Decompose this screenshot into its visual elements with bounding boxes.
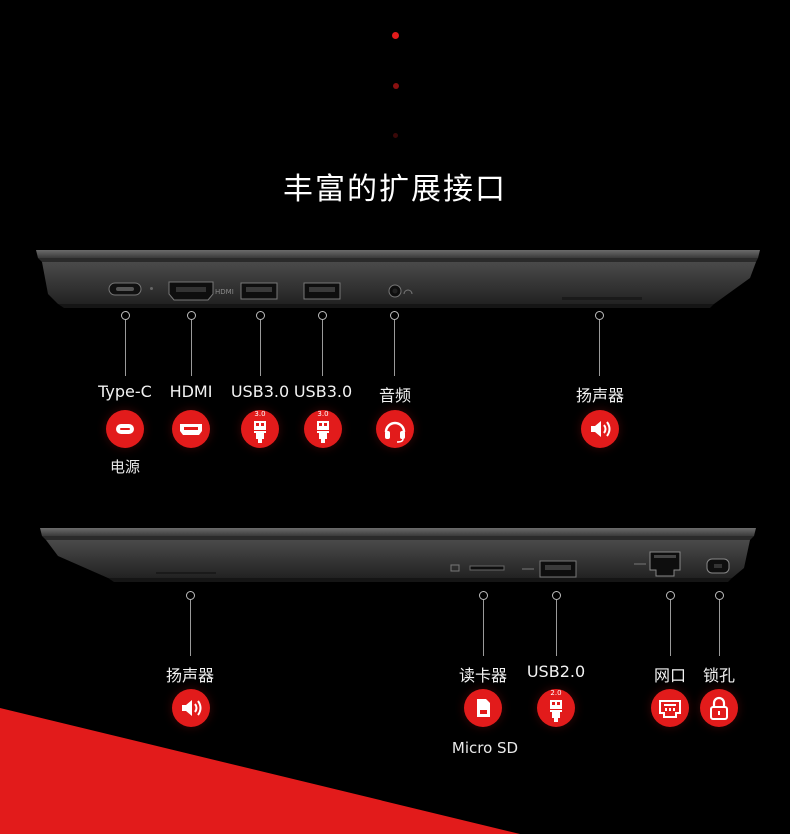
usb30-icon: 3.0 (304, 410, 342, 448)
laptop-left-side (36, 250, 760, 308)
connector-ring (595, 311, 604, 320)
connector-ring (256, 311, 265, 320)
usb20-icon: 2.0 (537, 689, 575, 727)
connector-line (125, 320, 126, 376)
ethernet-icon (651, 689, 689, 727)
red-dot-2 (393, 83, 399, 89)
hdmi-icon (172, 410, 210, 448)
label-network: 网口 (653, 666, 686, 685)
connector-ring (715, 591, 724, 600)
label-micro-sd: Micro SD (451, 739, 519, 757)
label-speaker-top: 扬声器 (575, 386, 624, 405)
usb-version-text: 3.0 (254, 410, 266, 418)
red-dot-1 (392, 32, 399, 39)
label-card-reader: 读卡器 (458, 666, 507, 685)
status-led (150, 287, 153, 290)
usb-version-text: 2.0 (550, 689, 562, 697)
label-usb30-a: USB3.0 (230, 382, 290, 401)
ethernet-port-graphic (634, 551, 681, 577)
connector-line (191, 320, 192, 376)
usb20-port-graphic (522, 560, 577, 578)
usb30-port-a-graphic (240, 282, 278, 300)
usb-version-text: 3.0 (317, 410, 329, 418)
label-usb30-b: USB3.0 (293, 382, 353, 401)
connector-line (670, 600, 671, 656)
connector-line (190, 600, 191, 656)
audio-jack-graphic (388, 284, 413, 298)
type-c-port-graphic (108, 282, 142, 296)
connector-ring (318, 311, 327, 320)
connector-ring (121, 311, 130, 320)
red-corner-accent (0, 708, 520, 834)
label-usb20: USB2.0 (526, 662, 586, 681)
label-audio: 音频 (378, 386, 411, 405)
connector-ring (186, 591, 195, 600)
label-hdmi: HDMI (169, 382, 213, 401)
microsd-slot-graphic (450, 564, 505, 572)
connector-line (394, 320, 395, 376)
connector-ring (552, 591, 561, 600)
sd-card-icon (464, 689, 502, 727)
connector-ring (390, 311, 399, 320)
connector-line (719, 600, 720, 656)
connector-ring (666, 591, 675, 600)
label-lock: 锁孔 (702, 666, 735, 685)
lock-slot-graphic (706, 558, 730, 574)
connector-line (483, 600, 484, 656)
usb30-icon: 3.0 (241, 410, 279, 448)
connector-line (322, 320, 323, 376)
connector-line (260, 320, 261, 376)
label-speaker-bottom: 扬声器 (165, 666, 214, 685)
hdmi-port-print: HDMI (215, 288, 234, 296)
hdmi-port-graphic (168, 281, 214, 301)
page-title: 丰富的扩展接口 (283, 172, 507, 207)
headphones-icon (376, 410, 414, 448)
type-c-icon (106, 410, 144, 448)
connector-ring (479, 591, 488, 600)
label-power: 电源 (109, 458, 140, 476)
connector-ring (187, 311, 196, 320)
connector-line (556, 600, 557, 656)
lock-icon (700, 689, 738, 727)
red-dot-3 (393, 133, 398, 138)
label-type-c: Type-C (98, 382, 152, 401)
connector-line (599, 320, 600, 376)
usb30-port-b-graphic (303, 282, 341, 300)
speaker-icon (172, 689, 210, 727)
speaker-icon (581, 410, 619, 448)
